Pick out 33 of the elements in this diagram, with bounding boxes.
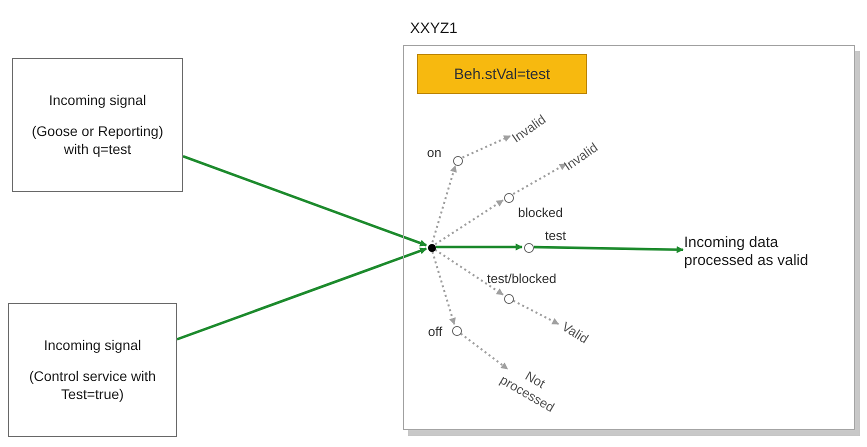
junction-dot (428, 244, 436, 252)
dotted-arrow (434, 248, 504, 296)
signal-box (12, 58, 183, 192)
signal-description: (Control service with Test=true) (28, 368, 157, 404)
signal-box (8, 303, 177, 437)
switch-circle (504, 294, 514, 304)
switch-label: off (428, 324, 442, 339)
mode-badge: Beh.stVal=test (417, 54, 587, 94)
result-text: Incoming data processed as valid (684, 217, 824, 287)
switch-label: blocked (518, 205, 563, 220)
result-text: Valid (554, 316, 596, 350)
dotted-arrow (512, 163, 567, 195)
arrow (436, 244, 523, 250)
switch-label: test (545, 228, 566, 243)
signal-title: Incoming signal (44, 336, 142, 354)
dotted-arrow (431, 252, 456, 325)
arrow (534, 246, 684, 254)
dotted-arrow (512, 300, 560, 325)
switch-circle (453, 156, 463, 166)
switch-circle (524, 243, 534, 253)
switch-label: test/blocked (487, 271, 556, 286)
signal-description: (Goose or Reporting) with q=test (30, 123, 164, 158)
signal-title: Incoming signal (48, 92, 146, 110)
arrow (182, 155, 427, 246)
dotted-arrow (460, 332, 508, 370)
dotted-arrow (434, 199, 504, 246)
frame-heading: XXYZ1 (410, 20, 458, 37)
arrow (176, 247, 427, 341)
switch-circle (504, 193, 514, 203)
dotted-arrow (462, 135, 511, 158)
switch-label: on (427, 145, 442, 160)
switch-circle (452, 326, 462, 336)
dotted-arrow (431, 165, 457, 242)
